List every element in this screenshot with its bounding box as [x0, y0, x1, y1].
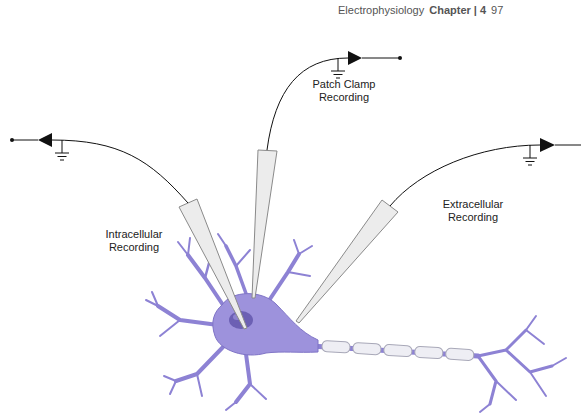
terminal-dot	[398, 56, 402, 60]
running-header: Electrophysiology	[338, 4, 424, 17]
patch-pipette	[252, 150, 277, 298]
electrode-label: Patch Clamp Recording	[305, 78, 383, 104]
amplifiers	[38, 51, 555, 152]
myelin-sheath	[322, 340, 474, 360]
electrode-label: Extracellular Recording	[434, 198, 512, 224]
extracellular-pipette	[296, 200, 398, 323]
amplifier-symbol	[540, 138, 555, 152]
running-header: Chapter | 4	[429, 4, 486, 17]
amplifier-symbol	[38, 133, 52, 147]
intracellular-pipette	[179, 199, 247, 329]
cell-body	[213, 294, 318, 355]
axon	[310, 316, 566, 412]
pipettes	[179, 150, 398, 329]
electrode-label: Intracellular Recording	[98, 228, 170, 254]
running-header: 97	[491, 4, 503, 17]
terminal-dot	[10, 138, 14, 142]
amplifier-symbol	[348, 51, 362, 65]
wires	[12, 58, 581, 206]
ground-symbols	[55, 58, 537, 165]
